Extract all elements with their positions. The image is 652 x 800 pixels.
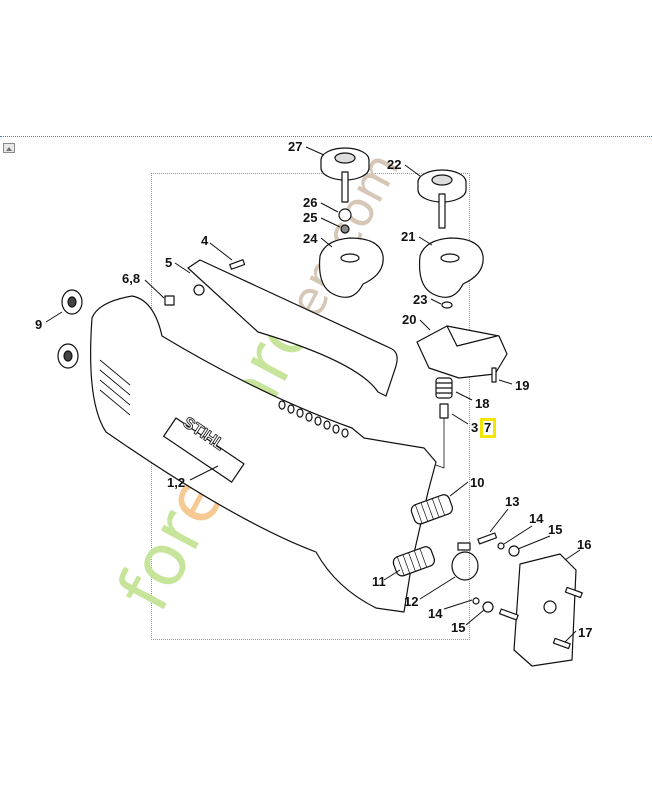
label-6-8[interactable]: 6,8 (122, 271, 141, 286)
label-21[interactable]: 21 (401, 229, 416, 244)
label-10[interactable]: 10 (470, 475, 485, 490)
label-23[interactable]: 23 (413, 292, 428, 307)
label-24[interactable]: 24 (303, 231, 318, 246)
label-4[interactable]: 4 (201, 233, 209, 248)
label-12[interactable]: 12 (404, 594, 419, 609)
broken-image-icon (3, 143, 15, 153)
label-13[interactable]: 13 (505, 494, 520, 509)
knob-22 (417, 169, 467, 229)
label-17[interactable]: 17 (578, 625, 593, 640)
label-7[interactable]: 7 (484, 420, 492, 435)
label-9[interactable]: 9 (35, 317, 43, 332)
label-20[interactable]: 20 (402, 312, 417, 327)
label-19[interactable]: 19 (515, 378, 530, 393)
label-26[interactable]: 26 (303, 195, 318, 210)
label-25[interactable]: 25 (303, 210, 318, 225)
label-16[interactable]: 16 (577, 537, 592, 552)
knob-27 (320, 147, 370, 203)
label-1-2[interactable]: 1,2 (167, 475, 186, 490)
label-14-lower[interactable]: 14 (428, 606, 443, 621)
label-3[interactable]: 3 (471, 420, 479, 435)
label-27[interactable]: 27 (288, 139, 303, 154)
label-18[interactable]: 18 (475, 396, 490, 411)
page-divider (0, 136, 652, 137)
label-5[interactable]: 5 (165, 255, 173, 270)
label-15-lower[interactable]: 15 (451, 620, 466, 635)
label-11[interactable]: 11 (372, 574, 386, 589)
label-22[interactable]: 22 (387, 157, 402, 172)
highlighted-part-box (480, 418, 496, 438)
label-14-upper[interactable]: 14 (529, 511, 544, 526)
label-15-upper[interactable]: 15 (548, 522, 563, 537)
